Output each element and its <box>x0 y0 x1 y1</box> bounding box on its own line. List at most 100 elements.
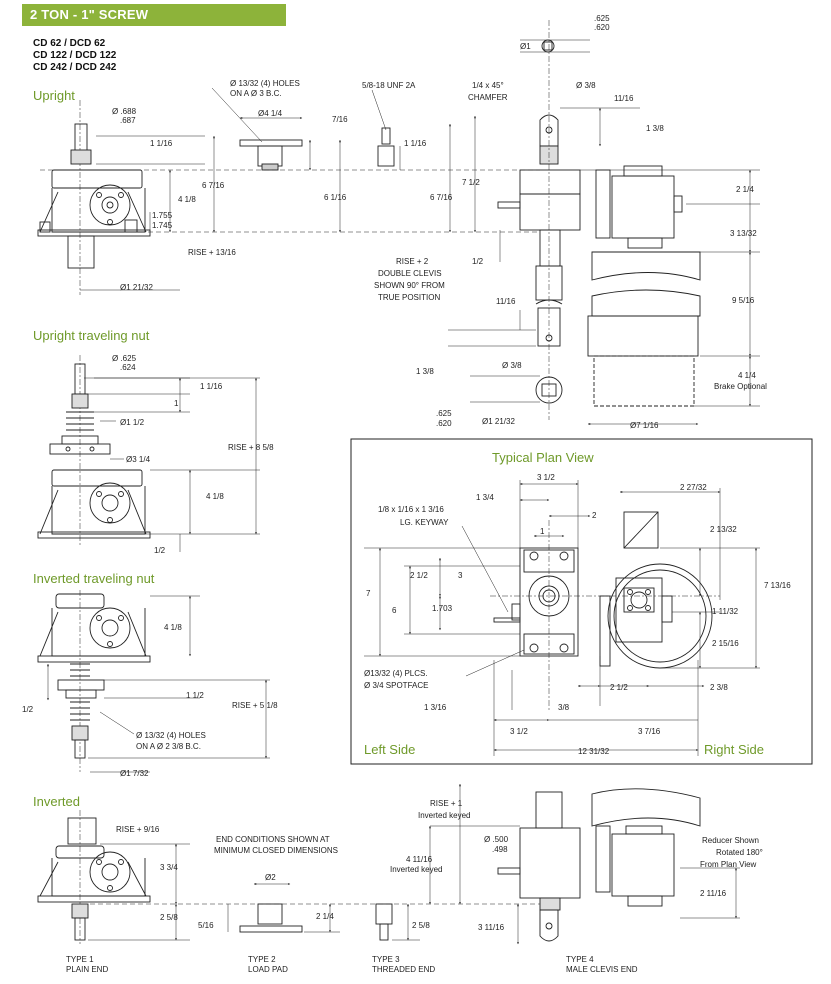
dim-label: Ø 3/8 <box>502 361 522 370</box>
section-title-upright-traveling-nut: Upright traveling nut <box>33 328 150 343</box>
dim-label: 2 15/16 <box>712 639 739 648</box>
dim-label: 1 3/8 <box>646 124 664 133</box>
dim-label: Ø .688 <box>112 107 137 116</box>
end-type-label: THREADED END <box>372 965 435 974</box>
dim-label: .620 <box>436 419 452 428</box>
dim-label: Inverted keyed <box>418 811 470 820</box>
clevis-labels: Ø1 .625 .620 1/4 x 45° CHAMFER Ø 3/8 11/… <box>374 14 767 430</box>
dim-label: 5/16 <box>198 921 214 930</box>
dim-label: Brake Optional <box>714 382 767 391</box>
inverted-traveling-nut-view <box>37 590 270 773</box>
dim-label: 9 5/16 <box>732 296 755 305</box>
dim-label: 2 <box>592 511 597 520</box>
upright-labels: Ø .688 .687 1 1/16 4 1/8 6 7/16 1.755 1.… <box>112 79 453 292</box>
dim-label: 6 7/16 <box>430 193 453 202</box>
dim-label: DOUBLE CLEVIS <box>378 269 442 278</box>
dim-label: 1 3/8 <box>416 367 434 376</box>
dim-label: Inverted keyed <box>390 865 442 874</box>
dim-label: 4 1/8 <box>164 623 182 632</box>
dim-label: .625 <box>436 409 452 418</box>
dim-label: .625 <box>594 14 610 23</box>
dim-label: Ø2 <box>265 873 276 882</box>
dim-label: .498 <box>492 845 508 854</box>
dim-label: 1 1/16 <box>200 382 223 391</box>
dim-label: 2 1/4 <box>316 912 334 921</box>
dim-label: 3 1/2 <box>510 727 528 736</box>
section-title-inverted-traveling-nut: Inverted traveling nut <box>33 571 155 586</box>
dim-label: .687 <box>120 116 136 125</box>
itn-labels: 4 1/8 1 1/2 1/2 RISE + 5 1/8 Ø 13/32 (4)… <box>22 623 278 778</box>
clevis-side-view <box>448 20 760 425</box>
dim-label: .620 <box>594 23 610 32</box>
dim-label: 7 13/16 <box>764 581 791 590</box>
utn-labels: Ø .625 .624 1 1/16 1 Ø1 1/2 Ø3 1/4 4 1/8… <box>112 354 274 555</box>
dim-label: 3 11/16 <box>478 923 505 932</box>
dim-label: 3 7/16 <box>638 727 661 736</box>
dim-label: Ø4 1/4 <box>258 109 283 118</box>
dim-label: .624 <box>120 363 136 372</box>
dim-label: 1.755 <box>152 211 173 220</box>
dim-label: LG. KEYWAY <box>400 518 449 527</box>
dim-label: Ø3 1/4 <box>126 455 151 464</box>
end-type-label: LOAD PAD <box>248 965 288 974</box>
plan-view-labels: Typical Plan View Left Side Right Side 3… <box>364 450 791 757</box>
dim-label: Ø13/32 (4) PLCS. <box>364 669 428 678</box>
end-type-label: TYPE 1 <box>66 955 94 964</box>
upright-view <box>37 87 540 295</box>
dim-label: 1/8 x 1/16 x 1 3/16 <box>378 505 444 514</box>
plan-view <box>364 480 760 756</box>
dim-label: 2 1/2 <box>610 683 628 692</box>
dim-label: RISE + 9/16 <box>116 825 160 834</box>
dim-label: Ø1 7/32 <box>120 769 149 778</box>
dim-label: 6 7/16 <box>202 181 225 190</box>
dim-label: 3 13/32 <box>730 229 757 238</box>
dim-label: MINIMUM CLOSED DIMENSIONS <box>214 846 338 855</box>
dim-label: Rotated 180° <box>716 848 763 857</box>
dim-label: 4 1/8 <box>178 195 196 204</box>
plan-view-frame <box>350 438 813 765</box>
dim-label: 4 1/8 <box>206 492 224 501</box>
dim-label: RISE + 2 <box>396 257 429 266</box>
dim-label: Ø1 <box>520 42 531 51</box>
dim-label: 6 1/16 <box>324 193 347 202</box>
model-list: CD 62 / DCD 62 CD 122 / DCD 122 CD 242 /… <box>33 38 116 74</box>
dim-label: 7 <box>366 589 371 598</box>
dim-label: Ø .500 <box>484 835 509 844</box>
plan-view-title: Typical Plan View <box>492 450 594 465</box>
dim-label: 1/4 x 45° <box>472 81 504 90</box>
end-type-label: PLAIN END <box>66 965 108 974</box>
dim-label: 4 11/16 <box>406 855 433 864</box>
dim-label: 2 11/16 <box>700 889 727 898</box>
inverted-view <box>37 783 740 945</box>
dim-label: 1.745 <box>152 221 173 230</box>
dim-label: 2 5/8 <box>160 913 178 922</box>
dim-label: 6 <box>392 606 397 615</box>
dim-label: 1 <box>540 527 545 536</box>
dim-label: 1/2 <box>154 546 166 555</box>
dim-label: RISE + 1 <box>430 799 463 808</box>
dim-label: 1 1/16 <box>404 139 427 148</box>
dim-label: 1 1/2 <box>186 691 204 700</box>
dim-label: Ø .625 <box>112 354 137 363</box>
title-banner: 2 TON - 1" SCREW <box>22 4 286 26</box>
dim-label: 1 3/4 <box>476 493 494 502</box>
dim-label: 11/16 <box>496 297 516 306</box>
dim-label: Ø1 1/2 <box>120 418 145 427</box>
dim-label: 1.703 <box>432 604 453 613</box>
dim-label: 11/16 <box>614 94 634 103</box>
dim-label: 2 13/32 <box>710 525 737 534</box>
dim-label: Ø1 21/32 <box>482 417 515 426</box>
dim-label: Ø 13/32 (4) HOLES <box>230 79 300 88</box>
right-side-label: Right Side <box>704 742 764 757</box>
end-type-label: TYPE 3 <box>372 955 400 964</box>
dim-label: 5/8-18 UNF 2A <box>362 81 416 90</box>
dim-label: 2 1/2 <box>410 571 428 580</box>
dim-label: 1/2 <box>472 257 484 266</box>
dim-label: Ø7 1/16 <box>630 421 659 430</box>
dim-label: Ø 13/32 (4) HOLES <box>136 731 206 740</box>
dim-label: 1 11/32 <box>712 607 739 616</box>
model-item: CD 62 / DCD 62 <box>33 38 106 49</box>
dim-label: From Plan View <box>700 860 757 869</box>
